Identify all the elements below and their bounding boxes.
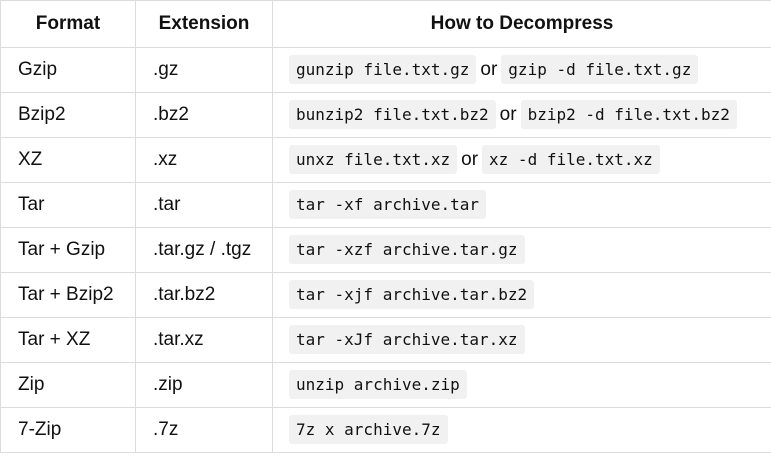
- or-separator: or: [461, 149, 479, 170]
- command-cell: tar -xzf archive.tar.gz: [272, 227, 771, 273]
- command-code: tar -xjf archive.tar.bz2: [289, 280, 535, 309]
- format-cell: Gzip: [0, 47, 136, 93]
- format-cell: Tar + Gzip: [0, 227, 136, 273]
- extension-cell: .zip: [135, 362, 273, 408]
- table-row: Tar + Bzip2 .tar.bz2 tar -xjf archive.ta…: [0, 272, 771, 318]
- table-row: Zip .zip unzip archive.zip: [0, 362, 771, 408]
- command-code: unxz file.txt.xz: [289, 145, 458, 174]
- format-cell: Tar + Bzip2: [0, 272, 136, 318]
- table-row: Tar .tar tar -xf archive.tar: [0, 182, 771, 228]
- table-row: Tar + XZ .tar.xz tar -xJf archive.tar.xz: [0, 317, 771, 363]
- table-row: Tar + Gzip .tar.gz / .tgz tar -xzf archi…: [0, 227, 771, 273]
- command-code: bzip2 -d file.txt.bz2: [520, 100, 737, 129]
- command-cell: tar -xJf archive.tar.xz: [272, 317, 771, 363]
- extension-cell: .tar.gz / .tgz: [135, 227, 273, 273]
- extension-cell: .tar: [135, 182, 273, 228]
- extension-cell: .tar.xz: [135, 317, 273, 363]
- command-cell: tar -xf archive.tar: [272, 182, 771, 228]
- or-separator: or: [480, 59, 498, 80]
- extension-cell: .gz: [135, 47, 273, 93]
- command-code: bunzip2 file.txt.bz2: [289, 100, 496, 129]
- command-code: 7z x archive.7z: [289, 415, 448, 444]
- command-cell: 7z x archive.7z: [272, 407, 771, 453]
- format-cell: XZ: [0, 137, 136, 183]
- command-code: xz -d file.txt.xz: [482, 145, 660, 174]
- extension-cell: .xz: [135, 137, 273, 183]
- command-code: tar -xf archive.tar: [289, 190, 487, 219]
- command-cell: unzip archive.zip: [272, 362, 771, 408]
- header-how-to-decompress: How to Decompress: [272, 0, 771, 48]
- extension-cell: .7z: [135, 407, 273, 453]
- format-cell: Tar + XZ: [0, 317, 136, 363]
- command-code: gzip -d file.txt.gz: [501, 55, 699, 84]
- command-code: tar -xzf archive.tar.gz: [289, 235, 525, 264]
- command-code: unzip archive.zip: [289, 370, 467, 399]
- extension-cell: .bz2: [135, 92, 273, 138]
- format-cell: Bzip2: [0, 92, 136, 138]
- header-extension: Extension: [135, 0, 273, 48]
- extension-cell: .tar.bz2: [135, 272, 273, 318]
- command-code: gunzip file.txt.gz: [289, 55, 477, 84]
- header-row: Format Extension How to Decompress: [0, 0, 771, 48]
- format-cell: 7-Zip: [0, 407, 136, 453]
- header-format: Format: [0, 0, 136, 48]
- format-cell: Zip: [0, 362, 136, 408]
- command-code: tar -xJf archive.tar.xz: [289, 325, 525, 354]
- format-cell: Tar: [0, 182, 136, 228]
- command-cell: tar -xjf archive.tar.bz2: [272, 272, 771, 318]
- table-row: 7-Zip .7z 7z x archive.7z: [0, 407, 771, 453]
- or-separator: or: [499, 104, 517, 125]
